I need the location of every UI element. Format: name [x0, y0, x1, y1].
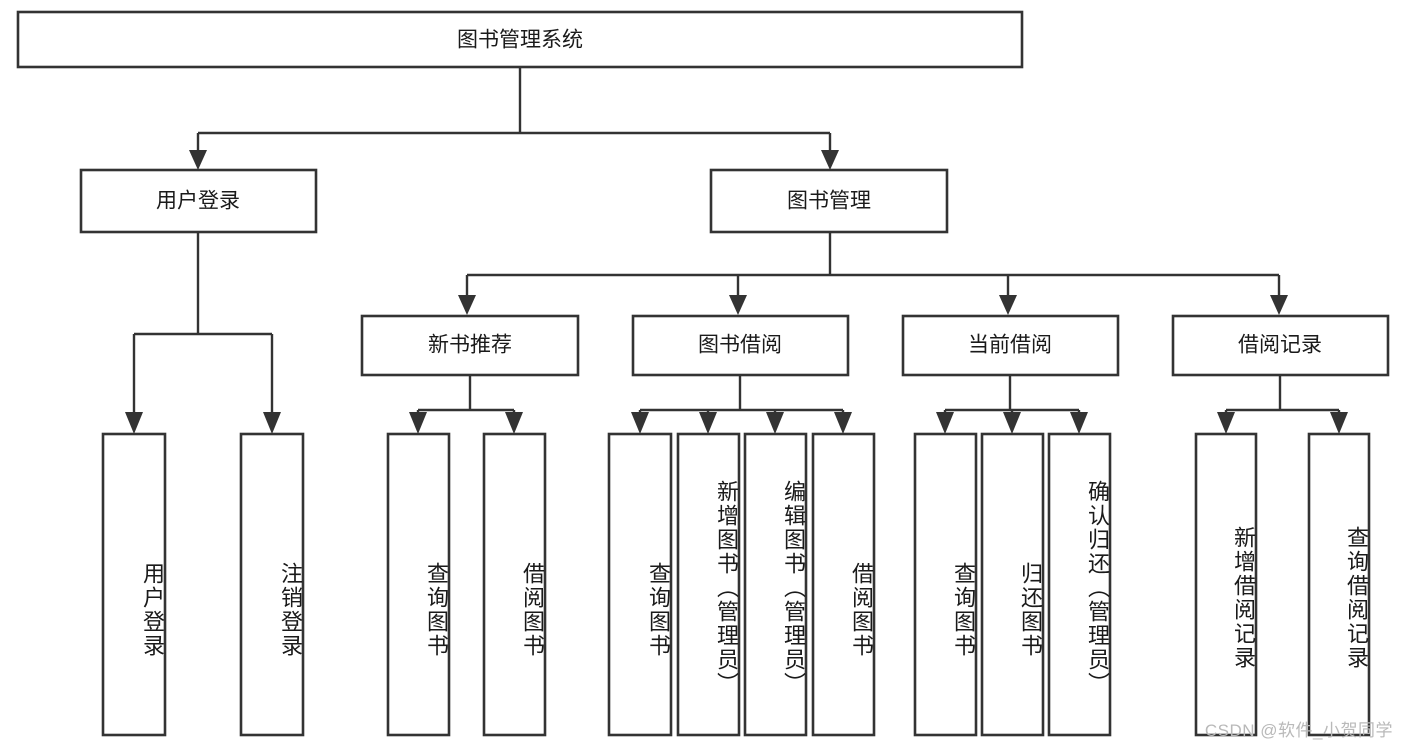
leaf-box-shape[interactable]: [743, 432, 808, 737]
arrow-head-icon: [699, 412, 717, 434]
node-book-management[interactable]: 图书管理: [709, 168, 949, 234]
arrow-head-icon: [125, 412, 143, 434]
node-label: 图书管理系统: [457, 29, 583, 52]
leaf-box-shape[interactable]: [811, 432, 876, 737]
leaf-box-shape[interactable]: [239, 432, 305, 737]
leaf-box-shape[interactable]: [980, 432, 1045, 737]
arrow-head-icon: [834, 412, 852, 434]
leaf-boxes-bookborrow: [607, 432, 876, 737]
leaf-boxes-userlogin: [101, 432, 305, 737]
leaf-box-shape[interactable]: [386, 432, 451, 737]
node-label: 借阅记录: [1238, 334, 1322, 357]
leaf-box-shape[interactable]: [1307, 432, 1371, 737]
node-label: 用户登录: [156, 190, 240, 213]
arrow-head-icon: [263, 412, 281, 434]
leaf-boxes-borrowrecord: [1194, 432, 1371, 737]
arrow-head-icon: [936, 412, 954, 434]
leaf-box-shape[interactable]: [101, 432, 167, 737]
node-book-borrow[interactable]: 图书借阅: [631, 314, 850, 377]
arrow-head-icon: [1330, 412, 1348, 434]
leaf-box-shape[interactable]: [676, 432, 741, 737]
arrow-head-icon: [189, 150, 207, 170]
arrow-head-icon: [1003, 412, 1021, 434]
connector-newbook-to-leaves: [409, 375, 523, 434]
arrow-head-icon: [409, 412, 427, 434]
leaf-box-shape[interactable]: [482, 432, 547, 737]
connector-currentborrow-to-leaves: [936, 375, 1088, 434]
connector-bookborrow-to-leaves: [631, 375, 852, 434]
connector-userlogin-to-leaves: [125, 232, 281, 434]
csdn-watermark: CSDN @软件_小贺同学: [1204, 721, 1393, 740]
connector-bookmgmt-to-categories: [458, 232, 1288, 315]
node-user-login[interactable]: 用户登录: [79, 168, 318, 234]
node-box-shape: [360, 314, 580, 377]
leaf-boxes-currentborrow: [913, 432, 1112, 737]
node-box-shape: [16, 10, 1024, 69]
node-label: 图书管理: [787, 190, 871, 213]
leaf-box-shape[interactable]: [1047, 432, 1112, 737]
arrow-head-icon: [999, 295, 1017, 315]
node-root-system[interactable]: 图书管理系统: [16, 10, 1024, 69]
leaf-box-shape[interactable]: [607, 432, 673, 737]
arrow-head-icon: [458, 295, 476, 315]
arrow-head-icon: [729, 295, 747, 315]
arrow-head-icon: [821, 150, 839, 170]
node-label: 新书推荐: [428, 334, 512, 357]
arrow-head-icon: [1070, 412, 1088, 434]
node-box-shape: [631, 314, 850, 377]
leaf-box-shape[interactable]: [1194, 432, 1258, 737]
node-box-shape: [709, 168, 949, 234]
arrow-head-icon: [1217, 412, 1235, 434]
node-label: 当前借阅: [968, 334, 1052, 357]
node-box-shape: [79, 168, 318, 234]
leaf-boxes-newbook: [386, 432, 547, 737]
arrow-head-icon: [505, 412, 523, 434]
node-borrow-record[interactable]: 借阅记录: [1171, 314, 1390, 377]
arrow-head-icon: [766, 412, 784, 434]
connector-borrowrecord-to-leaves: [1217, 375, 1348, 434]
connector-root-to-level2: [189, 67, 839, 170]
arrow-head-icon: [1270, 295, 1288, 315]
node-label: 图书借阅: [698, 334, 782, 357]
node-box-shape: [1171, 314, 1390, 377]
node-current-borrow[interactable]: 当前借阅: [901, 314, 1120, 377]
node-new-book-recommend[interactable]: 新书推荐: [360, 314, 580, 377]
arrow-head-icon: [631, 412, 649, 434]
leaf-box-shape[interactable]: [913, 432, 978, 737]
node-box-shape: [901, 314, 1120, 377]
